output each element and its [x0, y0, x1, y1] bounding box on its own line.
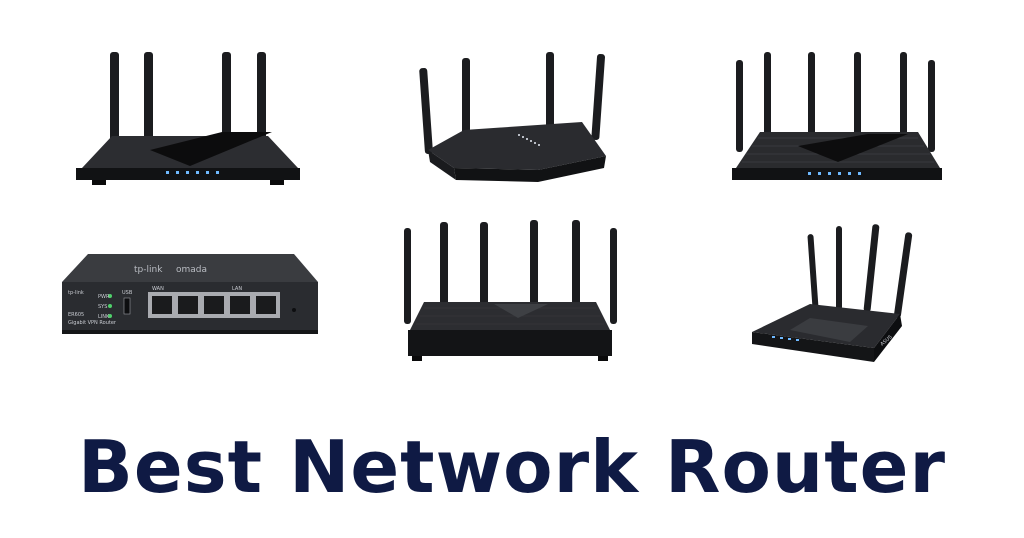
model-label: ER605 — [68, 312, 84, 318]
antenna — [419, 68, 433, 154]
page-headline: Best Network Router — [78, 425, 946, 509]
router-top-center-image — [414, 50, 610, 190]
svg-text:WAN: WAN — [152, 286, 164, 292]
reset-hole — [292, 308, 296, 312]
brand-logo: tp-link — [134, 265, 163, 275]
antenna — [928, 60, 935, 152]
antenna — [863, 224, 880, 312]
led-sys — [108, 304, 112, 308]
antenna — [807, 234, 819, 314]
router-top-left-image — [72, 50, 304, 195]
router-mid-center-image — [398, 218, 626, 366]
antenna — [546, 52, 554, 138]
antenna — [462, 58, 470, 144]
svg-text:PWR: PWR — [98, 294, 110, 300]
svg-text:SYS: SYS — [98, 304, 107, 310]
led-link — [108, 314, 112, 318]
usb-port — [123, 297, 131, 315]
antenna — [257, 52, 266, 142]
ethernet-port — [178, 296, 198, 314]
router-top-right-image — [728, 50, 946, 192]
ethernet-port — [230, 296, 250, 314]
svg-text:LINK: LINK — [98, 314, 110, 320]
antenna — [894, 232, 913, 318]
sub-brand-logo: omada — [176, 265, 207, 275]
antenna — [110, 52, 119, 144]
svg-text:USB: USB — [122, 290, 133, 296]
antenna — [854, 52, 861, 144]
antenna — [836, 226, 842, 310]
svg-text:LAN: LAN — [232, 286, 242, 292]
antenna — [144, 52, 153, 142]
router-mid-left-image: tp-link omada tp-link ER605 Gigabit VPN … — [58, 252, 320, 338]
antenna — [440, 222, 448, 314]
led-pwr — [108, 294, 112, 298]
router-mid-right-image: ASUS — [750, 222, 926, 368]
model-caption: Gigabit VPN Router — [68, 320, 117, 326]
ethernet-port — [256, 296, 276, 314]
antenna — [591, 54, 605, 140]
ethernet-port — [204, 296, 224, 314]
antenna — [572, 220, 580, 316]
antenna — [530, 220, 538, 312]
antenna — [900, 52, 907, 148]
antenna — [610, 228, 617, 324]
antenna — [764, 52, 771, 148]
front-brand: tp-link — [68, 290, 84, 296]
antenna — [808, 52, 815, 144]
antenna — [222, 52, 231, 144]
antenna — [480, 222, 488, 314]
antenna — [404, 228, 411, 324]
antenna — [736, 60, 743, 152]
ethernet-port — [152, 296, 172, 314]
